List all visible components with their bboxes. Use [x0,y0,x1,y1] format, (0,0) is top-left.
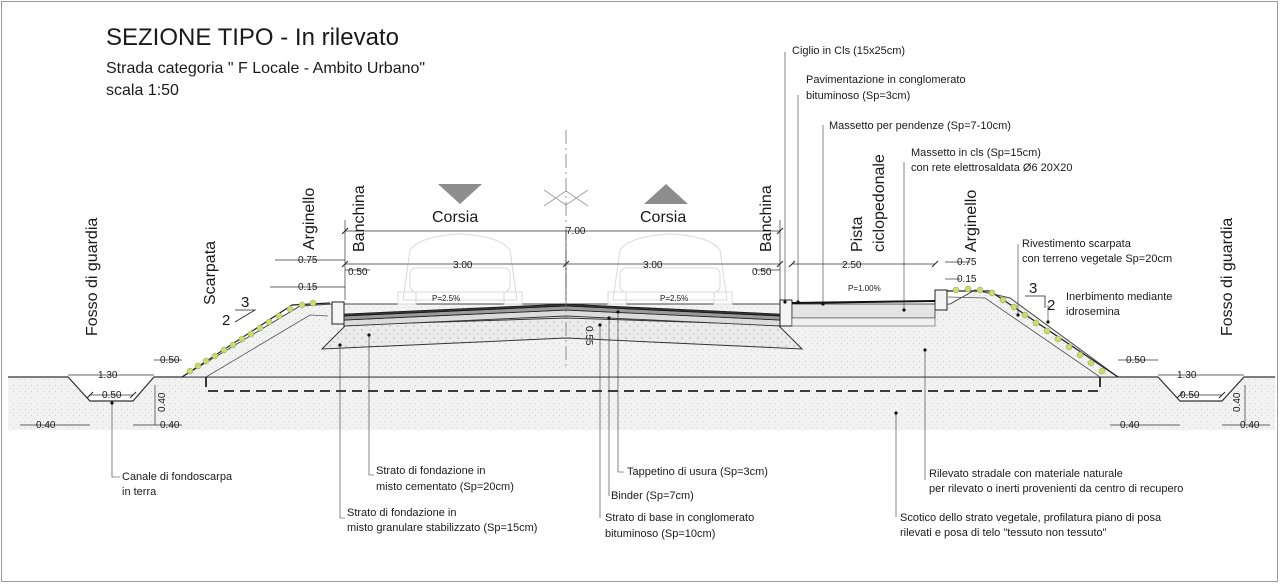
dim-ditch-sx-top: 1.30 [98,370,118,381]
bike-path-slab [791,303,936,319]
dim-ditch-dx-bottom: 0.50 [1180,390,1200,401]
leader-lines [111,52,1049,519]
drawing-title: SEZIONE TIPO - In rilevato [106,24,399,51]
label-ciclopedonale: ciclopedonale [871,154,888,252]
slope-ratio-sx-h: 3 [241,294,249,311]
label-fosso-dx: Fosso di guardia [1219,218,1236,336]
dimension-ticks [86,227,1226,399]
note-binder: Binder (Sp=7cm) [611,490,694,502]
curb-right [779,299,793,327]
dim-arginello-dx-015: 0.15 [957,274,977,285]
geotextile-line [205,377,1101,392]
note-rivestimento-2: con terreno vegetale Sp=20cm [1022,253,1172,265]
slope-ratio-right [1025,295,1046,308]
dim-ditch-sx-depth: 0.40 [157,392,168,412]
dim-ditch-sx-right: 0.40 [160,420,180,431]
slope-left: P=2.5% [432,294,460,303]
note-fondazione-granulare-2: misto granulare stabilizzato (Sp=15cm) [347,522,537,534]
slope-ratio-dx-h: 3 [1029,280,1037,297]
leader-dots [110,300,1050,415]
label-scarpata: Scarpata [202,241,219,305]
note-canale-1: Canale di fondoscarpa [122,471,233,483]
dim-total: 7.00 [566,226,586,237]
drawing-scale: scala 1:50 [106,82,179,99]
dim-arginello-dx-075: 0.75 [957,257,977,268]
note-massetto-cls-1: Massetto in cls (Sp=15cm) [911,147,1041,159]
note-fondazione-cementato-1: Strato di fondazione in [376,465,485,477]
dim-ditch-sx-bottom: 0.50 [102,390,122,401]
label-banchina-dx: Banchina [758,185,775,252]
dim-ditch-dx-top: 1.30 [1177,370,1197,381]
curb-left [331,301,345,325]
grass-cover [186,285,1106,375]
car-outline-right [607,233,733,305]
axis-symbol [543,189,589,207]
label-fosso-sx: Fosso di guardia [84,218,101,336]
dim-pista: 2.50 [842,260,862,271]
note-base-1: Strato di base in conglomerato [605,512,754,524]
dim-lane-sx: 3.00 [453,260,473,271]
dim-ditch-dx-right: 0.40 [1240,420,1260,431]
note-canale-2: in terra [122,486,157,498]
curb-far-right [934,289,948,311]
note-base-2: bituminoso (Sp=10cm) [605,528,715,540]
dim-arginello-sx-015: 0.15 [298,282,318,293]
note-massetto-cls-2: con rete elettrosaldata Ø6 20X20 [911,162,1072,174]
note-fondazione-granulare-1: Strato di fondazione in [347,507,456,519]
note-rilevato-2: per rilevato o inerti provenienti da cen… [929,483,1183,495]
direction-arrow-down [438,184,482,204]
note-pavimentazione-1: Pavimentazione in conglomerato [806,74,966,86]
note-pavimentazione-2: bituminoso (Sp=3cm) [806,90,910,102]
bike-path-screed [791,317,936,327]
note-tappetino: Tappetino di usura (Sp=3cm) [627,466,768,478]
note-rivestimento-1: Rivestimento scarpata [1022,238,1132,250]
note-rilevato-1: Rilevato stradale con materiale naturale [929,468,1123,480]
slope-ratio-left [234,309,257,323]
label-pista: Pista [849,216,866,252]
note-fondazione-cementato-2: misto cementato (Sp=20cm) [376,481,514,493]
dimension-lines [20,220,1270,426]
slope-right: P=2.5% [660,294,688,303]
dim-ditch-dx-left: 0.40 [1120,420,1140,431]
dim-banchina-sx: 0.50 [348,267,368,278]
slope-bike: P=1.00% [848,284,881,293]
dim-arginello-sx-075: 0.75 [298,255,318,266]
dim-ditch-dx-depth: 0.40 [1232,392,1243,412]
dim-banchina-dx: 0.50 [752,267,772,278]
label-banchina-sx: Banchina [351,185,368,252]
dim-ditch-sx-left: 0.40 [36,420,56,431]
dim-lane-dx: 3.00 [643,260,663,271]
drawing-subtitle: Strada categoria " F Locale - Ambito Urb… [106,60,426,77]
dim-ditch-dx-offset: 0.50 [1126,355,1146,366]
label-arginello-sx: Arginello [301,188,318,250]
car-outline-left [397,233,523,305]
slope-ratio-sx-v: 2 [222,312,230,329]
embankment-slope-left [181,302,331,378]
ground-terrain [8,377,1275,430]
embankment-inner-right [947,296,1101,378]
embankment-inner-left [205,314,329,378]
label-corsia-sx: Corsia [432,209,478,226]
note-scotico-1: Scotico dello strato vegetale, profilatu… [900,512,1162,524]
note-ciglio: Ciglio in Cls (15x25cm) [792,45,905,57]
slope-ratio-dx-v: 2 [1047,297,1055,314]
label-corsia-dx: Corsia [640,209,686,226]
dim-thickness: 0.55 [583,326,594,346]
label-arginello-dx: Arginello [963,190,980,252]
note-inerbimento-1: Inerbimento mediante [1066,291,1172,303]
dim-ditch-sx-offset: 0.50 [160,355,180,366]
direction-arrow-up [644,184,688,204]
note-scotico-2: rilevati e posa di telo "tessuto non tes… [900,527,1107,539]
bike-path-pavement [791,300,936,304]
note-inerbimento-2: idrosemina [1066,306,1121,318]
note-massetto-pendenze: Massetto per pendenze (Sp=7-10cm) [829,120,1011,132]
